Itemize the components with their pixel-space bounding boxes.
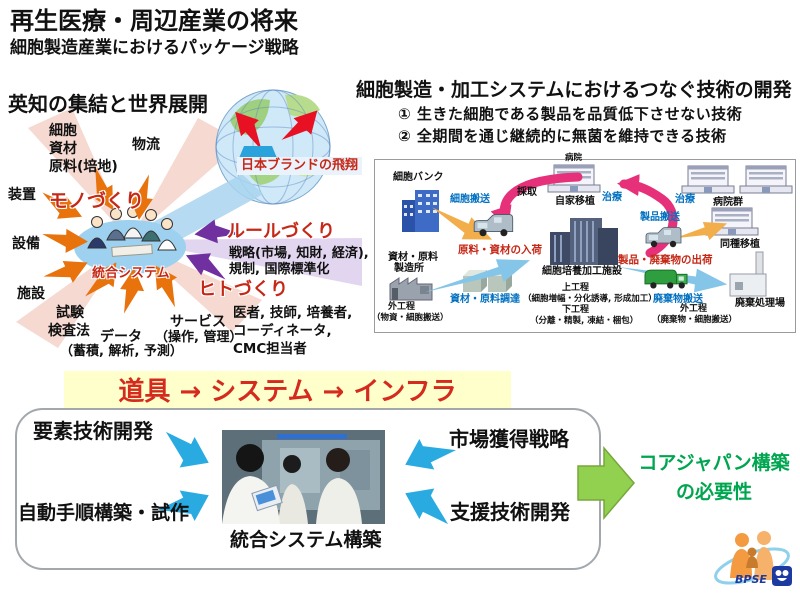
label-element-tech: 要素技術開発 <box>33 419 153 443</box>
label-cell-line3: 原料(培地) <box>49 159 118 175</box>
right-point1: ① 生きた細胞である製品を品質低下させない技術 <box>398 105 743 123</box>
label-cell-bank: 細胞バンク <box>393 172 444 183</box>
label-hito-sub2: コーディネータ, <box>233 323 332 339</box>
label-hito-sub1: 医者, 技師, 培養者, <box>233 305 353 321</box>
label-harvest: 採取 <box>517 187 537 198</box>
label-market-strategy: 市場獲得戦略 <box>449 427 569 451</box>
label-auto-procedure: 自動手順構築・試作 <box>18 502 190 524</box>
globe-brand-label: 日本ブランドの飛翔 <box>237 157 363 176</box>
label-treatment-right: 治療 <box>675 194 695 205</box>
label-product-transport: 製品搬送 <box>640 212 680 223</box>
label-test-line1: 試験 <box>56 305 84 321</box>
pillar-hitozukuri: ヒトづくり <box>198 279 288 300</box>
label-equipment: 装置 <box>8 187 36 203</box>
label-upper-sub: （細胞増幅・分化誘導, 形成加工） <box>523 294 657 304</box>
label-service-sub: （操作, 管理） <box>155 330 243 345</box>
photo-caption: 統合システム構築 <box>230 529 382 551</box>
label-cell-line2: 資材 <box>49 141 77 157</box>
banner-text: 道具 → システム → インフラ <box>118 377 457 407</box>
label-hospital-top: 病院 <box>565 153 583 163</box>
tools-system-infra-banner: 道具 → システム → インフラ <box>64 371 511 408</box>
label-hardware: 設備 <box>12 236 40 252</box>
label-service: サービス <box>170 314 226 330</box>
label-rule-sub2: 規制, 国際標準化 <box>229 262 330 277</box>
label-upper-process: 上工程 <box>562 283 590 293</box>
center-system-label: 統合システム <box>92 266 170 281</box>
label-outer-left1: 外工程 <box>388 302 416 312</box>
conclusion-text: コアジャパン構築 の必要性 <box>630 449 798 506</box>
label-waste-transport: 廃棄物搬送 <box>653 294 703 305</box>
label-cell-line1: 細胞 <box>49 123 77 139</box>
label-materials-in: 原料・資材の入荷 <box>458 244 542 256</box>
label-facility: 施設 <box>17 286 45 302</box>
left-heading: 英知の集結と世界展開 <box>8 92 208 116</box>
label-lower-process: 下工程 <box>562 305 590 315</box>
label-test-line2: 検査法 <box>48 323 90 339</box>
label-support-tech: 支援技術開発 <box>450 500 570 524</box>
right-point2: ② 全期間を通じ継続的に無菌を維持できる技術 <box>398 127 727 145</box>
radial-arrows-orange <box>35 164 191 316</box>
right-heading: 細胞製造・加工システムにおけるつなぐ技術の開発 <box>356 79 792 101</box>
label-data: データ <box>100 329 142 345</box>
page-subtitle: 細胞製造産業におけるパッケージ戦略 <box>10 38 299 58</box>
label-procurement: 資材・原料調達 <box>450 294 520 305</box>
label-logistics: 物流 <box>132 137 160 153</box>
label-hito-sub3: CMC担当者 <box>233 341 307 357</box>
page-title: 再生医療・周辺産業の将来 <box>10 7 298 35</box>
label-autologous: 自家移植 <box>555 196 595 207</box>
people-group-icon <box>74 206 186 274</box>
conclusion-line1: コアジャパン構築 <box>638 452 790 474</box>
lab-photo-graphic <box>222 430 385 524</box>
label-waste-plant: 廃棄処理場 <box>735 298 785 309</box>
label-product-waste-out: 製品・廃棄物の出荷 <box>618 254 713 266</box>
label-outer-right2: （廃棄物・細胞搬送） <box>652 315 738 325</box>
label-data-sub: （蓄積, 解析, 予測） <box>60 344 183 359</box>
label-treatment-left: 治療 <box>602 192 622 203</box>
lab-photo <box>222 430 385 524</box>
label-maker-line1: 資材・原料 <box>388 252 438 263</box>
label-facility-name: 細胞培養加工施設 <box>542 266 622 277</box>
label-allogeneic: 同種移植 <box>720 239 760 250</box>
label-outer-right1: 外工程 <box>680 304 708 314</box>
label-hospital-group: 病院群 <box>713 197 743 208</box>
label-outer-left2: （物資・細胞搬送） <box>372 313 449 323</box>
label-lower-sub: （分離・精製, 凍結・梱包） <box>530 316 639 326</box>
conclusion-line2: の必要性 <box>675 480 752 503</box>
pillar-monozukuri: モノづくり <box>49 190 145 212</box>
globe-icon <box>215 89 331 205</box>
japan-brand-arrows-icon <box>226 102 327 163</box>
label-rule-sub1: 戦略(市場, 知財, 経済), <box>229 246 369 261</box>
label-cell-transport: 細胞搬送 <box>450 194 490 205</box>
logo-text: BPSE <box>735 573 767 586</box>
pillar-rulezukuri: ルールづくり <box>227 221 335 242</box>
label-maker-line2: 製造所 <box>394 263 424 274</box>
